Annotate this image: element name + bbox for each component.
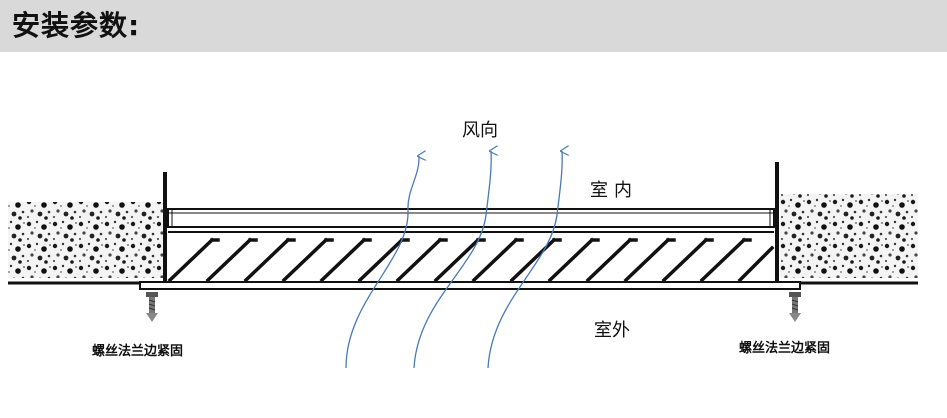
frame-bottom: [139, 281, 801, 290]
left-wall: [8, 202, 164, 278]
frame-top-tube: [167, 208, 775, 228]
airflow-arrow-2: [413, 151, 491, 369]
indoor-label: 室内: [590, 180, 638, 201]
page-title: 安装参数:: [12, 9, 141, 42]
screw-label-left: 螺丝法兰边紧固: [92, 344, 184, 359]
header-bar: 安装参数:: [0, 0, 947, 52]
left-screw-icon: [146, 292, 158, 322]
airflow-arrow-3: [487, 151, 562, 369]
wind-direction-label: 风向: [462, 120, 498, 141]
louver-blades: [167, 237, 775, 283]
right-wall: [780, 194, 918, 278]
outdoor-label: 室外: [594, 320, 630, 341]
airflow-arrow-1: [345, 156, 419, 369]
right-screw-icon: [789, 292, 801, 322]
screw-label-right: 螺丝法兰边紧固: [739, 341, 831, 356]
